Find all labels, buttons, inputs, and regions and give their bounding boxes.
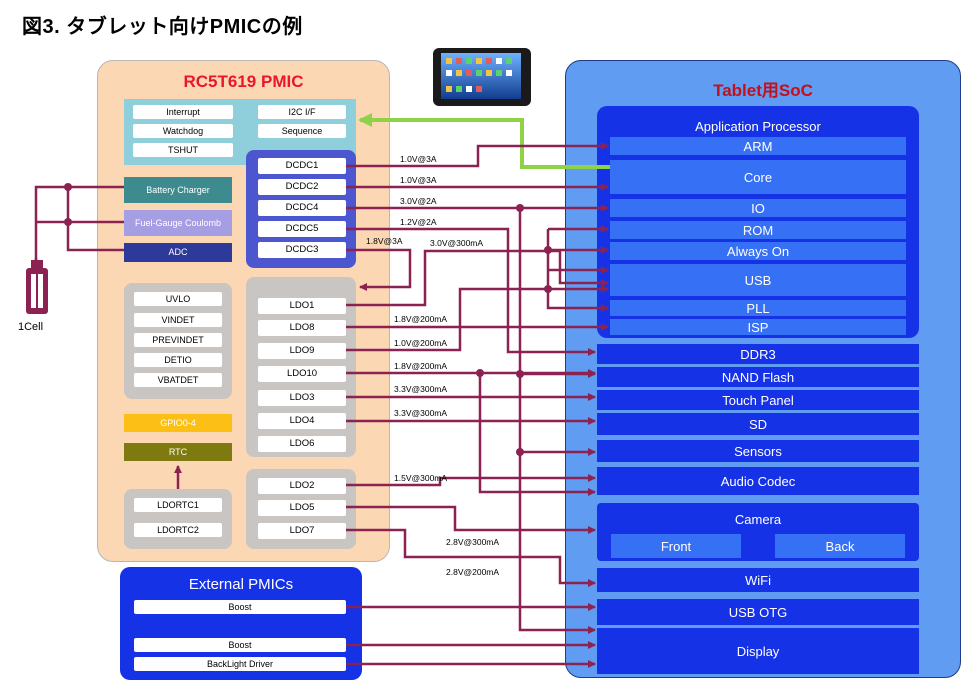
ap-isp: ISP bbox=[610, 319, 906, 335]
figure-title: 図3. タブレット向けPMICの例 bbox=[22, 16, 303, 38]
ldo3-box: LDO3 bbox=[258, 390, 346, 406]
ldo7-box: LDO7 bbox=[258, 523, 346, 539]
ldortc2-box: LDORTC2 bbox=[134, 523, 222, 537]
wire-label-dcdc5: 1.2V@2A bbox=[400, 217, 437, 227]
wire-label-ldo10: 1.8V@200mA bbox=[394, 361, 448, 371]
application-processor-title: Application Processor bbox=[695, 119, 821, 134]
boost-box-2: Boost bbox=[134, 638, 346, 652]
wire-label-ldo8: 1.8V@200mA bbox=[394, 314, 448, 324]
wire-label-dcdc4: 3.0V@2A bbox=[400, 196, 437, 206]
dcdc2-box: DCDC2 bbox=[258, 179, 346, 195]
ldo6-box: LDO6 bbox=[258, 436, 346, 452]
ap-always-on: Always On bbox=[610, 242, 906, 260]
junction-dot bbox=[544, 285, 552, 293]
soc-title: Tablet用SoC bbox=[713, 81, 813, 100]
sequence-box: Sequence bbox=[258, 124, 346, 138]
ap-core: Core bbox=[610, 160, 906, 194]
battery-icon bbox=[22, 258, 52, 318]
wire-label-ldo9: 1.0V@200mA bbox=[394, 338, 448, 348]
dcdc1-box: DCDC1 bbox=[258, 158, 346, 174]
wire-label-dcdc2: 1.0V@3A bbox=[400, 175, 437, 185]
ap-rom: ROM bbox=[610, 221, 906, 239]
wire-label-ldo2: 1.5V@300mA bbox=[394, 473, 448, 483]
ldo8-box: LDO8 bbox=[258, 320, 346, 336]
junction-dot bbox=[544, 246, 552, 254]
battery-charger-box: Battery Charger bbox=[124, 177, 232, 203]
gpio-box: GPIO0-4 bbox=[124, 414, 232, 432]
tablet-image bbox=[432, 46, 532, 108]
ap-pll: PLL bbox=[610, 300, 906, 316]
wire-label-ldo5: 2.8V@300mA bbox=[446, 537, 500, 547]
camera-front: Front bbox=[611, 534, 741, 558]
interrupt-box: Interrupt bbox=[133, 105, 233, 119]
wire-label-ldo1: 3.0V@300mA bbox=[430, 238, 484, 248]
ldortc1-box: LDORTC1 bbox=[134, 498, 222, 512]
i2c-box: I2C I/F bbox=[258, 105, 346, 119]
wire-label-dcdc1: 1.0V@3A bbox=[400, 154, 437, 164]
camera-back: Back bbox=[775, 534, 905, 558]
ldo2-box: LDO2 bbox=[258, 478, 346, 494]
ldo4-box: LDO4 bbox=[258, 413, 346, 429]
boost-box-1: Boost bbox=[134, 600, 346, 614]
previndet-box: PREVINDET bbox=[134, 333, 222, 347]
ap-arm: ARM bbox=[610, 137, 906, 155]
junction-dot bbox=[476, 369, 484, 377]
vbatdet-box: VBATDET bbox=[134, 373, 222, 387]
junction-dot bbox=[516, 370, 524, 378]
uvlo-box: UVLO bbox=[134, 292, 222, 306]
dcdc3-box: DCDC3 bbox=[258, 242, 346, 258]
junction-dot bbox=[64, 218, 72, 226]
ddr3-block: DDR3 bbox=[597, 344, 919, 364]
junction-dot bbox=[64, 183, 72, 191]
junction-dot bbox=[516, 448, 524, 456]
ldo9-box: LDO9 bbox=[258, 343, 346, 359]
dcdc5-box: DCDC5 bbox=[258, 221, 346, 237]
ldo1-box: LDO1 bbox=[258, 298, 346, 314]
sd-block: SD bbox=[597, 413, 919, 435]
display-block: Display bbox=[597, 628, 919, 674]
vindet-box: VINDET bbox=[134, 313, 222, 327]
dcdc4-box: DCDC4 bbox=[258, 200, 346, 216]
pmic-title: RC5T619 PMIC bbox=[183, 72, 304, 91]
ap-usb: USB bbox=[610, 264, 906, 296]
ldo5-box: LDO5 bbox=[258, 500, 346, 516]
wire-label-ldo4: 3.3V@300mA bbox=[394, 408, 448, 418]
junction-dot bbox=[516, 204, 524, 212]
camera-title: Camera bbox=[734, 512, 782, 527]
rtc-box: RTC bbox=[124, 443, 232, 461]
usb-otg-block: USB OTG bbox=[597, 599, 919, 625]
backlight-driver-box: BackLight Driver bbox=[134, 657, 346, 671]
tshut-box: TSHUT bbox=[133, 143, 233, 157]
wire-label-ldo7: 2.8V@200mA bbox=[446, 567, 500, 577]
sensors-block: Sensors bbox=[597, 440, 919, 462]
touch-panel-block: Touch Panel bbox=[597, 390, 919, 410]
nand-flash-block: NAND Flash bbox=[597, 367, 919, 387]
ap-io: IO bbox=[610, 199, 906, 217]
wifi-block: WiFi bbox=[597, 568, 919, 592]
ldo10-box: LDO10 bbox=[258, 366, 346, 382]
fuel-gauge-box: Fuel-Gauge Coulomb bbox=[124, 210, 232, 236]
detio-box: DETIO bbox=[134, 353, 222, 367]
wire-label-dcdc3: 1.8V@3A bbox=[366, 236, 403, 246]
adc-box: ADC bbox=[124, 243, 232, 262]
wire-label-ldo3: 3.3V@300mA bbox=[394, 384, 448, 394]
watchdog-box: Watchdog bbox=[133, 124, 233, 138]
battery-label: 1Cell bbox=[18, 321, 44, 333]
audio-codec-block: Audio Codec bbox=[597, 467, 919, 495]
external-pmics-title: External PMICs bbox=[188, 576, 294, 593]
